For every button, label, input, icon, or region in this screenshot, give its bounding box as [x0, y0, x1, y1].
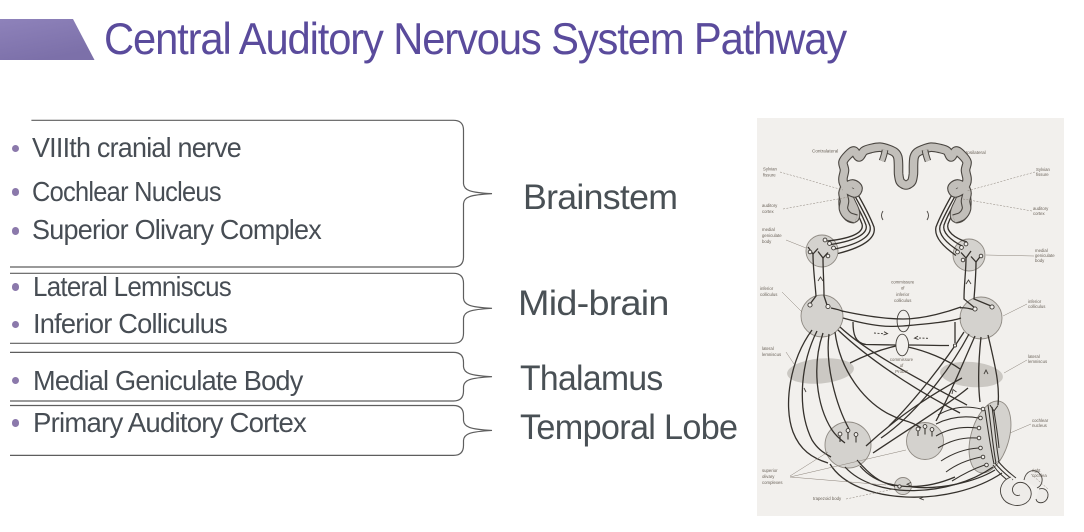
svg-text:colliculus: colliculus: [760, 292, 777, 297]
svg-text:cortex: cortex: [1033, 211, 1046, 216]
svg-text:fissure: fissure: [1036, 172, 1049, 177]
svg-text:commissure: commissure: [890, 357, 914, 362]
svg-text:colliculus: colliculus: [894, 298, 911, 303]
svg-text:body: body: [762, 239, 772, 244]
svg-text:complexes: complexes: [762, 480, 783, 485]
svg-text:Probst: Probst: [895, 369, 908, 374]
svg-text:inferior: inferior: [760, 286, 774, 291]
svg-text:superior: superior: [762, 468, 778, 473]
svg-text:of: of: [901, 286, 905, 291]
svg-text:geniculate: geniculate: [1035, 253, 1055, 258]
svg-text:cochlear: cochlear: [1032, 418, 1049, 423]
svg-text:Contralateral: Contralateral: [812, 149, 838, 154]
svg-text:auditory: auditory: [762, 203, 778, 208]
svg-text:commissure: commissure: [891, 280, 915, 285]
svg-text:lateral: lateral: [1028, 354, 1040, 359]
svg-text:cortex: cortex: [762, 209, 775, 214]
svg-text:Ipsilateral: Ipsilateral: [966, 150, 986, 155]
svg-text:nucleus: nucleus: [1032, 423, 1047, 428]
svg-text:Sylvian: Sylvian: [763, 167, 777, 172]
svg-text:right: right: [1032, 468, 1041, 473]
svg-text:medial: medial: [762, 227, 775, 232]
svg-text:fissure: fissure: [763, 173, 776, 178]
svg-text:colliculus: colliculus: [1028, 304, 1045, 309]
svg-text:lemniscus: lemniscus: [1028, 359, 1047, 364]
svg-text:medial: medial: [1035, 248, 1048, 253]
svg-text:inferior: inferior: [896, 292, 910, 297]
svg-text:cochlea: cochlea: [1032, 473, 1047, 478]
svg-text:body: body: [1035, 258, 1045, 263]
svg-text:inferior: inferior: [1028, 299, 1042, 304]
svg-text:auditory: auditory: [1033, 206, 1049, 211]
svg-text:olivary: olivary: [762, 474, 775, 479]
svg-text:lateral: lateral: [762, 346, 774, 351]
svg-text:lemniscus: lemniscus: [762, 352, 781, 357]
svg-text:geniculate: geniculate: [762, 233, 782, 238]
svg-text:trapezoid body: trapezoid body: [813, 496, 842, 501]
svg-text:Sylvian: Sylvian: [1036, 167, 1050, 172]
svg-text:of: of: [900, 363, 904, 368]
